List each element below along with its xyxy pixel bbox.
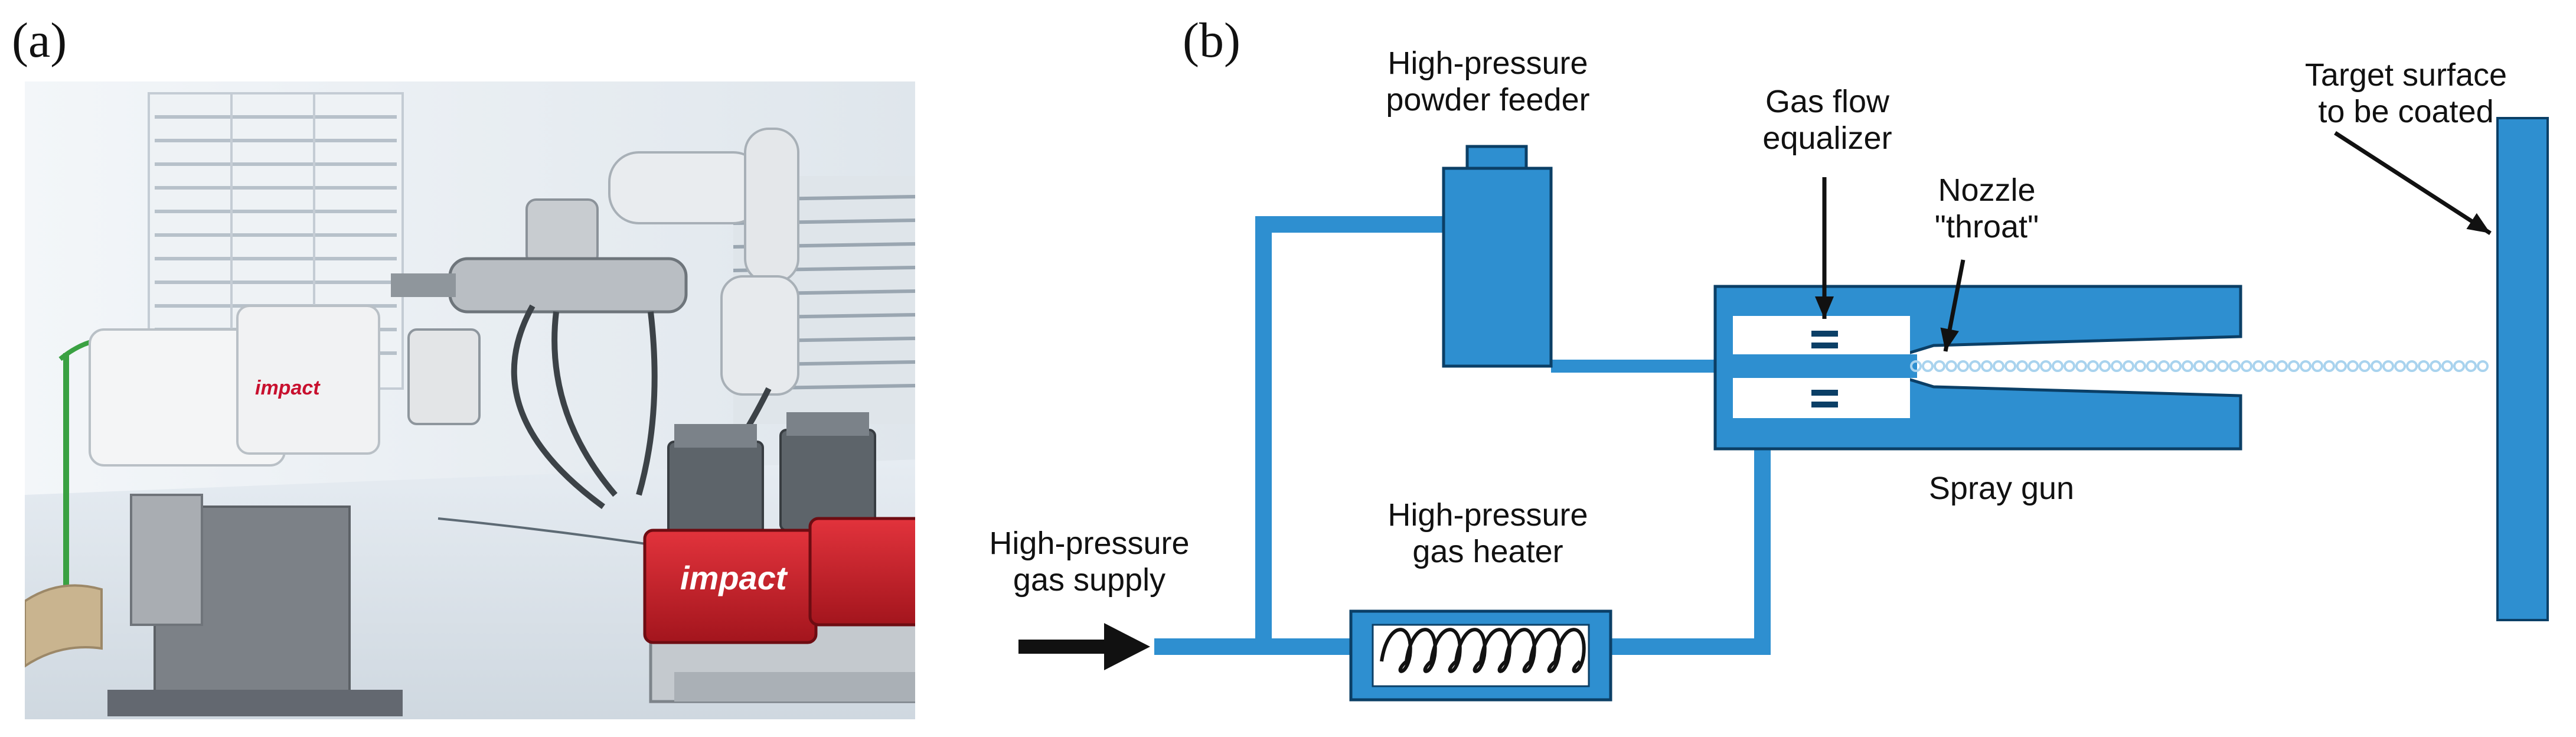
flexible-duct (25, 584, 103, 668)
spray-particle (2064, 360, 2075, 372)
equalizer-bar (1811, 402, 1838, 407)
target-pointer-line (2334, 131, 2492, 235)
spray-particle (2075, 360, 2087, 372)
powder-feeder (1442, 167, 1553, 368)
spray-particle (2441, 360, 2453, 372)
spray-particle (2311, 360, 2323, 372)
nozzle-throat-pointer-head-icon (1940, 327, 1959, 351)
spray-particle (2288, 360, 2300, 372)
spray-particle (2394, 360, 2406, 372)
equalizer-bar (1811, 331, 1838, 337)
spray-particle (2465, 360, 2477, 372)
equalizer-pointer-head-icon (1815, 296, 1834, 319)
spray-particle (1910, 360, 1922, 372)
spray-particle (1993, 360, 2004, 372)
workpiece-manipulator: impact (89, 305, 481, 716)
spray-particle (2134, 360, 2146, 372)
spray-particle (1969, 360, 1981, 372)
feeder-brand-logo: impact (680, 559, 788, 596)
spray-particle (1922, 360, 1934, 372)
spray-particle (2430, 360, 2441, 372)
powder-feeder-units: impact (643, 412, 915, 703)
spray-particle (2099, 360, 2111, 372)
spray-particle (2453, 360, 2465, 372)
spray-particle (2123, 360, 2134, 372)
spray-gun-label: Spray gun (1929, 471, 2074, 506)
spray-particle (2347, 360, 2359, 372)
equalizer-bar (1811, 343, 1838, 348)
spray-particle (2229, 360, 2241, 372)
spray-particle (2087, 360, 2099, 372)
spray-particle (2300, 360, 2311, 372)
spray-particle (2028, 360, 2040, 372)
spray-particle (2040, 360, 2052, 372)
spray-particle (2382, 360, 2394, 372)
spray-particle (1957, 360, 1969, 372)
spray-particle (2359, 360, 2371, 372)
spray-particle (1945, 360, 1957, 372)
spray-gun-photo (391, 257, 688, 314)
spray-particle (2016, 360, 2028, 372)
panel-label-a: (a) (12, 13, 67, 68)
spray-particle (2004, 360, 2016, 372)
spray-particle (2477, 360, 2489, 372)
cold-spray-system-photo: impact impact (25, 81, 915, 719)
spray-particle (2146, 360, 2158, 372)
spray-particle (1934, 360, 1945, 372)
spray-particle (2335, 360, 2347, 372)
panel-label-b: (b) (1183, 13, 1240, 68)
target-surface (2496, 117, 2549, 621)
spray-particle (2418, 360, 2430, 372)
equalizer-bar (1811, 390, 1838, 396)
spray-particle (2323, 360, 2335, 372)
nozzle-throat-label: Nozzle"throat" (1935, 172, 2039, 244)
heater-coil-icon (1380, 628, 1586, 673)
spray-particle (2111, 360, 2123, 372)
gas-supply-arrow-icon (1104, 623, 1150, 670)
spray-particle (2193, 360, 2205, 372)
spray-particle (2264, 360, 2276, 372)
spray-particle (2406, 360, 2418, 372)
spray-particle (2371, 360, 2382, 372)
branch-to-feeder-pipe (1255, 216, 1447, 647)
spray-particle (2241, 360, 2252, 372)
robot-arm (525, 128, 799, 396)
spray-particle (1981, 360, 1993, 372)
spray-particle (2052, 360, 2064, 372)
spray-particle (2252, 360, 2264, 372)
gun-powder-tube (1728, 354, 1917, 378)
spray-particle (2276, 360, 2288, 372)
spray-particle-stream (1910, 360, 2489, 372)
manipulator-brand-logo: impact (255, 377, 321, 399)
spray-particle (2182, 360, 2193, 372)
heater-to-gun-pipe (1603, 419, 1771, 655)
target-pointer-head-icon (2466, 213, 2490, 233)
spray-particle (2217, 360, 2229, 372)
spray-particle (2170, 360, 2182, 372)
spray-particle (2205, 360, 2217, 372)
powder-feeder-cap (1465, 145, 1528, 172)
spray-particle (2158, 360, 2170, 372)
